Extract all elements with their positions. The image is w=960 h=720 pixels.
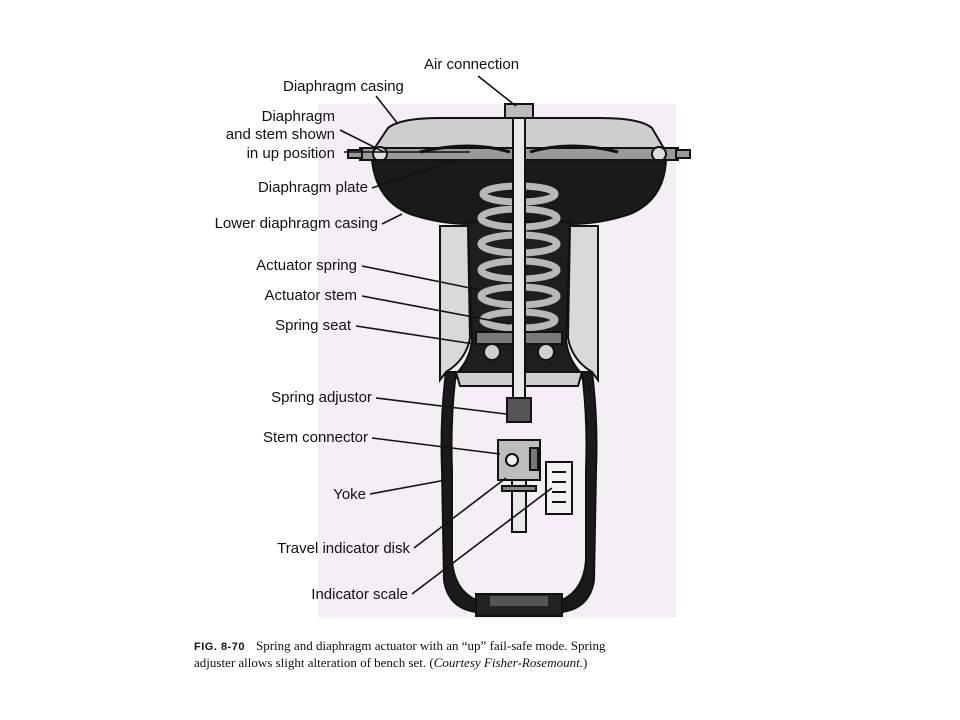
valve-stem-shape	[511, 479, 527, 533]
callout-labels: Air connection Diaphragm casing Diaphrag…	[215, 56, 520, 603]
label-air-connection: Air connection	[424, 56, 519, 73]
label-stem-connector: Stem connector	[263, 429, 368, 446]
label-diaphragm-line3: in up position	[247, 145, 335, 162]
indicator-scale-shape	[545, 461, 573, 515]
label-indicator-scale: Indicator scale	[311, 586, 408, 603]
caption-fig-number: FIG. 8-70	[194, 641, 245, 653]
caption-line2: adjuster allows slight alteration of ben…	[194, 655, 587, 670]
caption-courtesy: Courtesy Fisher-Rosemount.	[434, 655, 583, 670]
label-lower-diaphragm-casing: Lower diaphragm casing	[215, 215, 378, 232]
label-spring-seat: Spring seat	[275, 317, 352, 334]
leader-lines	[339, 75, 553, 595]
label-travel-indicator-disk: Travel indicator disk	[277, 540, 410, 557]
spring-adjustor-shape	[506, 397, 532, 423]
label-actuator-spring: Actuator spring	[256, 257, 357, 274]
label-diaphragm-line1: Diaphragm	[262, 108, 335, 125]
label-actuator-stem: Actuator stem	[264, 287, 357, 304]
actuator-stem-shape	[512, 117, 526, 419]
label-yoke: Yoke	[333, 486, 366, 503]
caption-line2-start: adjuster allows slight alteration of ben…	[194, 655, 434, 670]
label-diaphragm-plate: Diaphragm plate	[258, 179, 368, 196]
label-spring-adjustor: Spring adjustor	[271, 389, 372, 406]
label-diaphragm-casing: Diaphragm casing	[283, 78, 404, 95]
label-diaphragm-line2: and stem shown	[226, 126, 335, 143]
travel-indicator-disk-shape	[501, 485, 537, 492]
caption-line1: Spring and diaphragm actuator with an “u…	[256, 638, 606, 653]
figure-caption: FIG. 8-70 Spring and diaphragm actuator …	[194, 638, 606, 670]
caption-line2-end: )	[583, 655, 587, 670]
